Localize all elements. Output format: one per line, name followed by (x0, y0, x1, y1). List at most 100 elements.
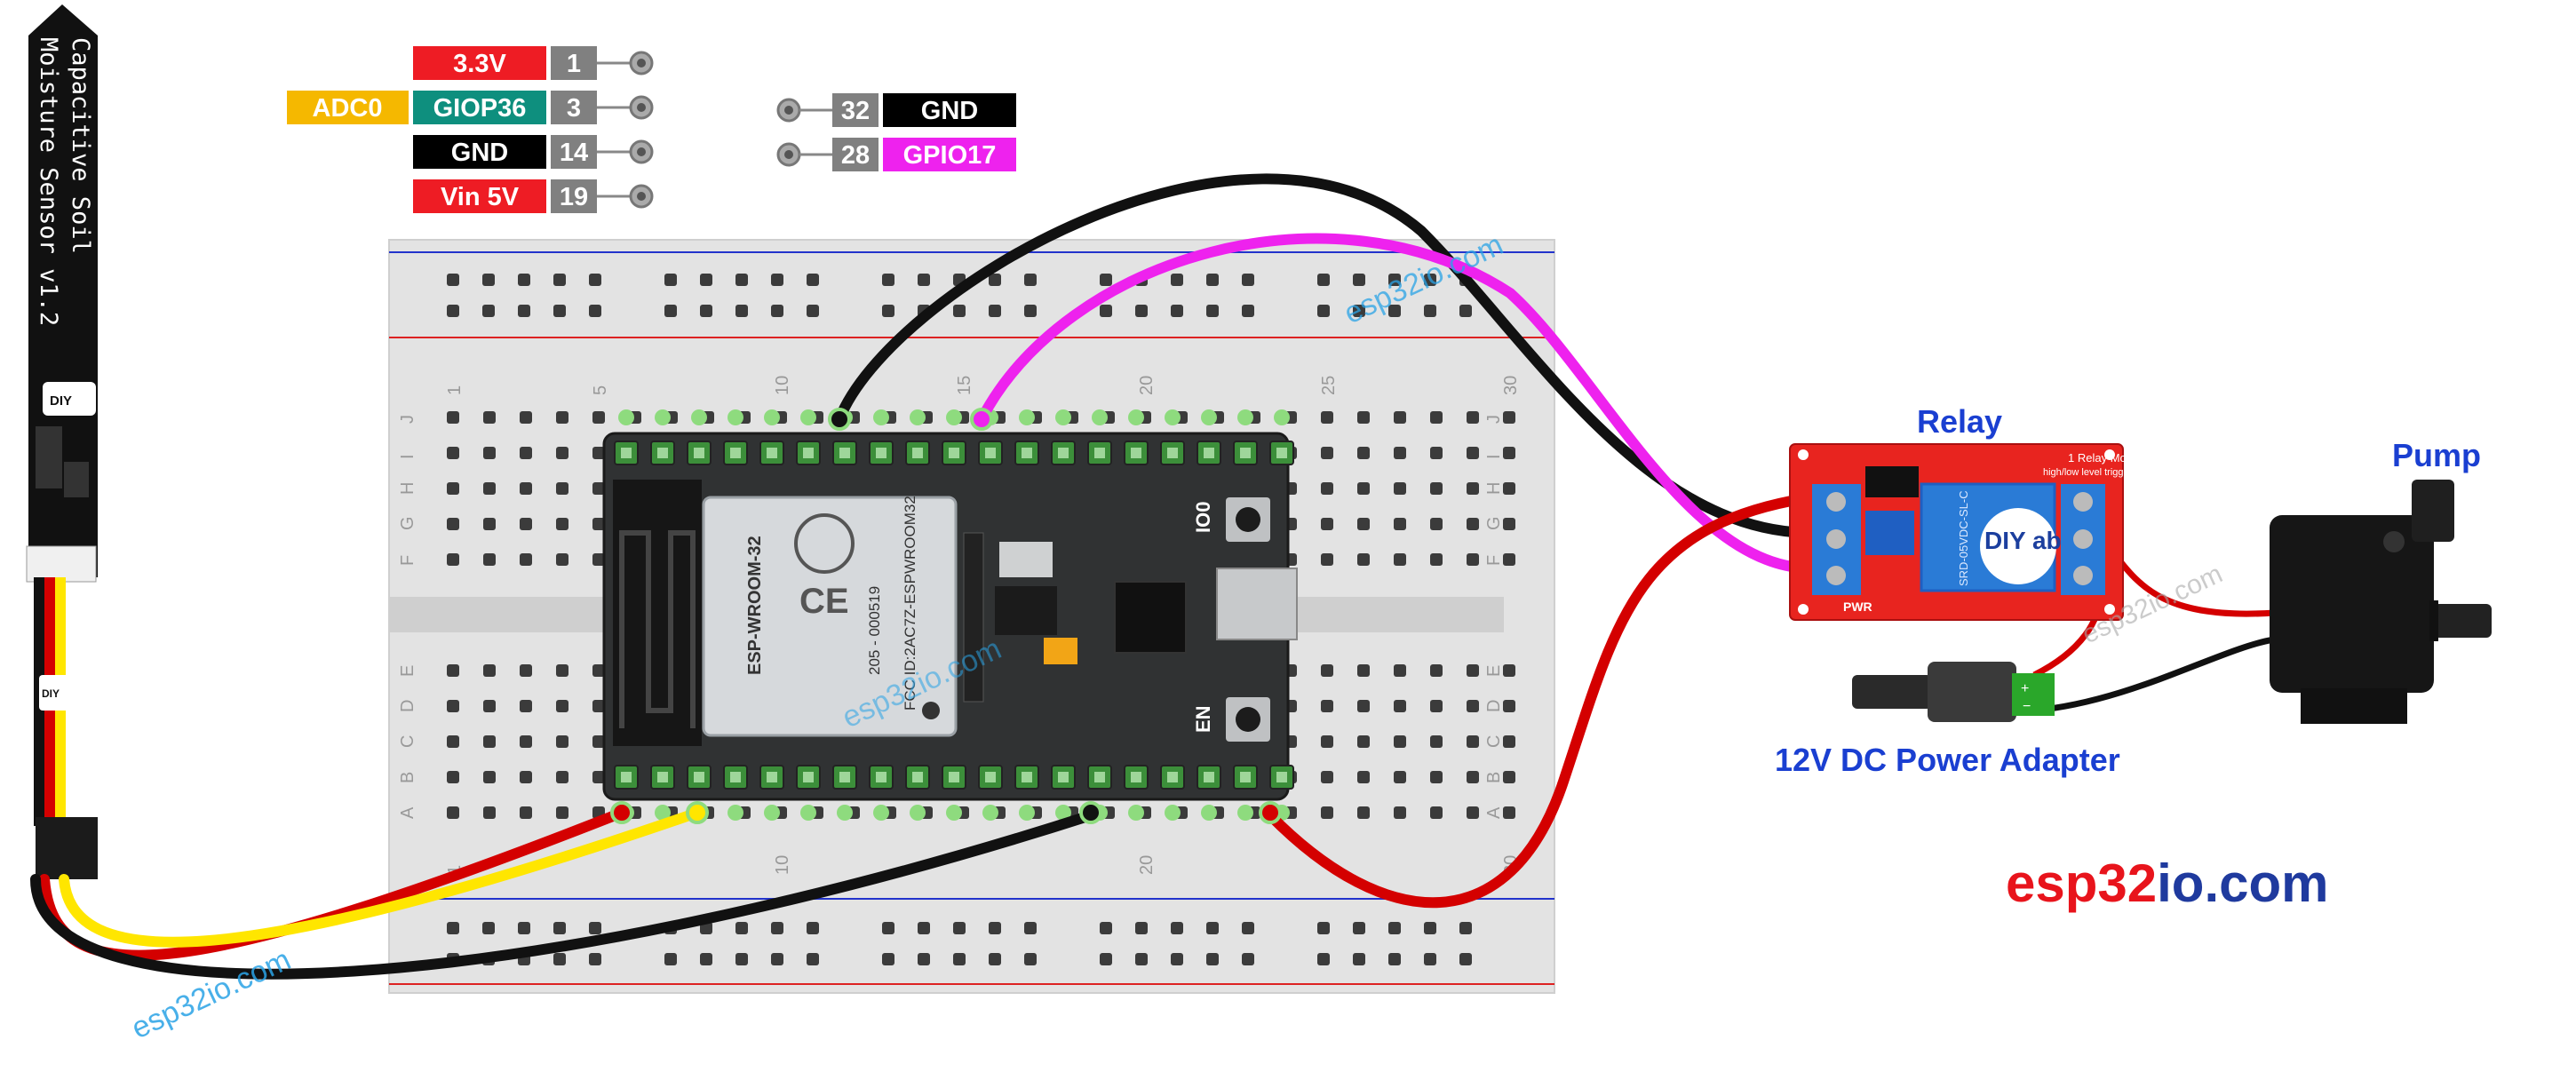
row-letter: G (1484, 516, 1504, 530)
micro-usb-port[interactable] (1216, 568, 1298, 640)
row-letter: F (398, 555, 417, 566)
breadboard-hole-used (1237, 805, 1253, 821)
column-number-top: 25 (1319, 376, 1339, 395)
esp32-cert-text: 205 - 000519 (866, 586, 883, 675)
breadboard-hole-used (1055, 805, 1071, 821)
breadboard-hole-used (800, 805, 816, 821)
row-letter: D (398, 700, 417, 712)
wire-end (828, 408, 851, 431)
breadboard-hole-used (1055, 409, 1071, 425)
wire-relay-signal (976, 233, 1817, 574)
wire-end-points (610, 408, 1282, 824)
breadboard-hole-used (837, 805, 853, 821)
wire-end (610, 801, 633, 824)
esp32-antenna (613, 480, 702, 746)
breadboard-hole-used (618, 409, 634, 425)
column-number-bottom: 20 (1137, 855, 1157, 875)
pin-label-box (413, 179, 546, 213)
relay-trigger-text: high/low level trigger (2043, 467, 2133, 478)
column-number-top: 5 (591, 385, 610, 395)
column-number-bottom: 10 (773, 855, 792, 875)
svg-text:CE: CE (799, 582, 849, 621)
column-number-top: 30 (1501, 376, 1521, 395)
breadboard-hole-used (1019, 805, 1035, 821)
signal-tag (287, 91, 409, 124)
pin-label-box (883, 138, 1016, 171)
pin-label: GND (921, 97, 978, 125)
wire-sensor-gnd (30, 810, 1096, 980)
row-letter: H (398, 482, 417, 495)
breadboard-hole-used (946, 409, 962, 425)
soil-moisture-sensor: Capacitive Soil Moisture Sensor v1.2 DIY… (26, 4, 98, 879)
pin-label-box (883, 93, 1016, 127)
breadboard-hole-used (1019, 409, 1035, 425)
signal-tag-label: ADC0 (313, 94, 383, 123)
row-letter: J (398, 415, 417, 424)
row-letter: A (1484, 806, 1504, 819)
svg-text:DIY: DIY (42, 687, 60, 700)
breadboard-hole-used (946, 805, 962, 821)
esp32-fcc-text: FCC ID:2AC7Z-ESPWROOM32 (902, 496, 918, 711)
breadboard-hole-used (1128, 805, 1144, 821)
relay-pwr-label: PWR (1843, 600, 1872, 614)
wire-end (686, 801, 709, 824)
wire-adapter-pump (2033, 636, 2275, 714)
tantalum-capacitor (1044, 638, 1077, 664)
column-number-top: 10 (773, 376, 792, 395)
breadboard-hole-used (1274, 409, 1290, 425)
pin-label: GPIO17 (903, 141, 997, 170)
breadboard-hole-used (1092, 409, 1108, 425)
pin-number: 3 (567, 94, 581, 123)
breadboard-hole-used (764, 409, 780, 425)
relay-title: Relay (1917, 403, 2002, 440)
svg-text:DIY: DIY (50, 393, 72, 409)
pin-number: 14 (560, 139, 588, 167)
pin-label-box (413, 46, 546, 80)
column-number-top: 15 (955, 376, 974, 395)
row-letter: G (398, 516, 417, 530)
breadboard-hole-used (800, 409, 816, 425)
dc-jack (1928, 662, 2016, 722)
pump-title: Pump (2392, 437, 2481, 473)
relay-module: SRD-05VDC-SL-C DIY ables 1 Relay Module … (1789, 443, 2148, 621)
pin-number: 1 (567, 50, 581, 78)
breadboard-hole-used (655, 409, 671, 425)
esp32-pin-headers (614, 409, 1294, 821)
pin-number-box (551, 135, 597, 169)
row-letter: E (1484, 665, 1504, 677)
row-letter: F (1484, 555, 1504, 566)
pin-label-box (413, 91, 546, 124)
sensor-connector (26, 545, 97, 583)
column-number-top: 1 (445, 385, 465, 395)
breadboard-hole-used (910, 409, 926, 425)
io0-button-label: IO0 (1192, 502, 1214, 533)
pin-label: 3.3V (453, 50, 506, 78)
breadboard-hole-used (873, 409, 889, 425)
sensor-cable-plug (36, 817, 98, 879)
dc-power-adapter: + − (1852, 662, 2055, 722)
usb-uart-chip (1114, 581, 1187, 654)
breadboard-hole-used (727, 805, 743, 821)
breadboard-hole-used (1201, 805, 1217, 821)
adapter-title: 12V DC Power Adapter (1775, 742, 2120, 778)
pin-label: Vin 5V (441, 183, 520, 211)
row-letter: I (398, 454, 417, 459)
breadboard-hole-used (764, 805, 780, 821)
pin-number: 19 (560, 183, 588, 211)
wire-sensor-signal (59, 807, 703, 948)
pump-body (2270, 515, 2434, 693)
esp32-module-shield (702, 496, 958, 737)
en-button-label: EN (1192, 705, 1214, 733)
column-number-top: 20 (1137, 376, 1157, 395)
pin-label: GIOP36 (433, 94, 527, 123)
pin-number-box (551, 179, 597, 213)
brand-logo: esp32io.com (2006, 854, 2329, 913)
row-letter: B (398, 772, 417, 783)
column-number-bottom: 1 (445, 865, 465, 875)
breadboard-hole-used (691, 409, 707, 425)
breadboard-hole-used (873, 805, 889, 821)
row-letter: C (1484, 735, 1504, 748)
breadboard-hole-used (1201, 409, 1217, 425)
relay-model-text: SRD-05VDC-SL-C (1957, 490, 1970, 586)
